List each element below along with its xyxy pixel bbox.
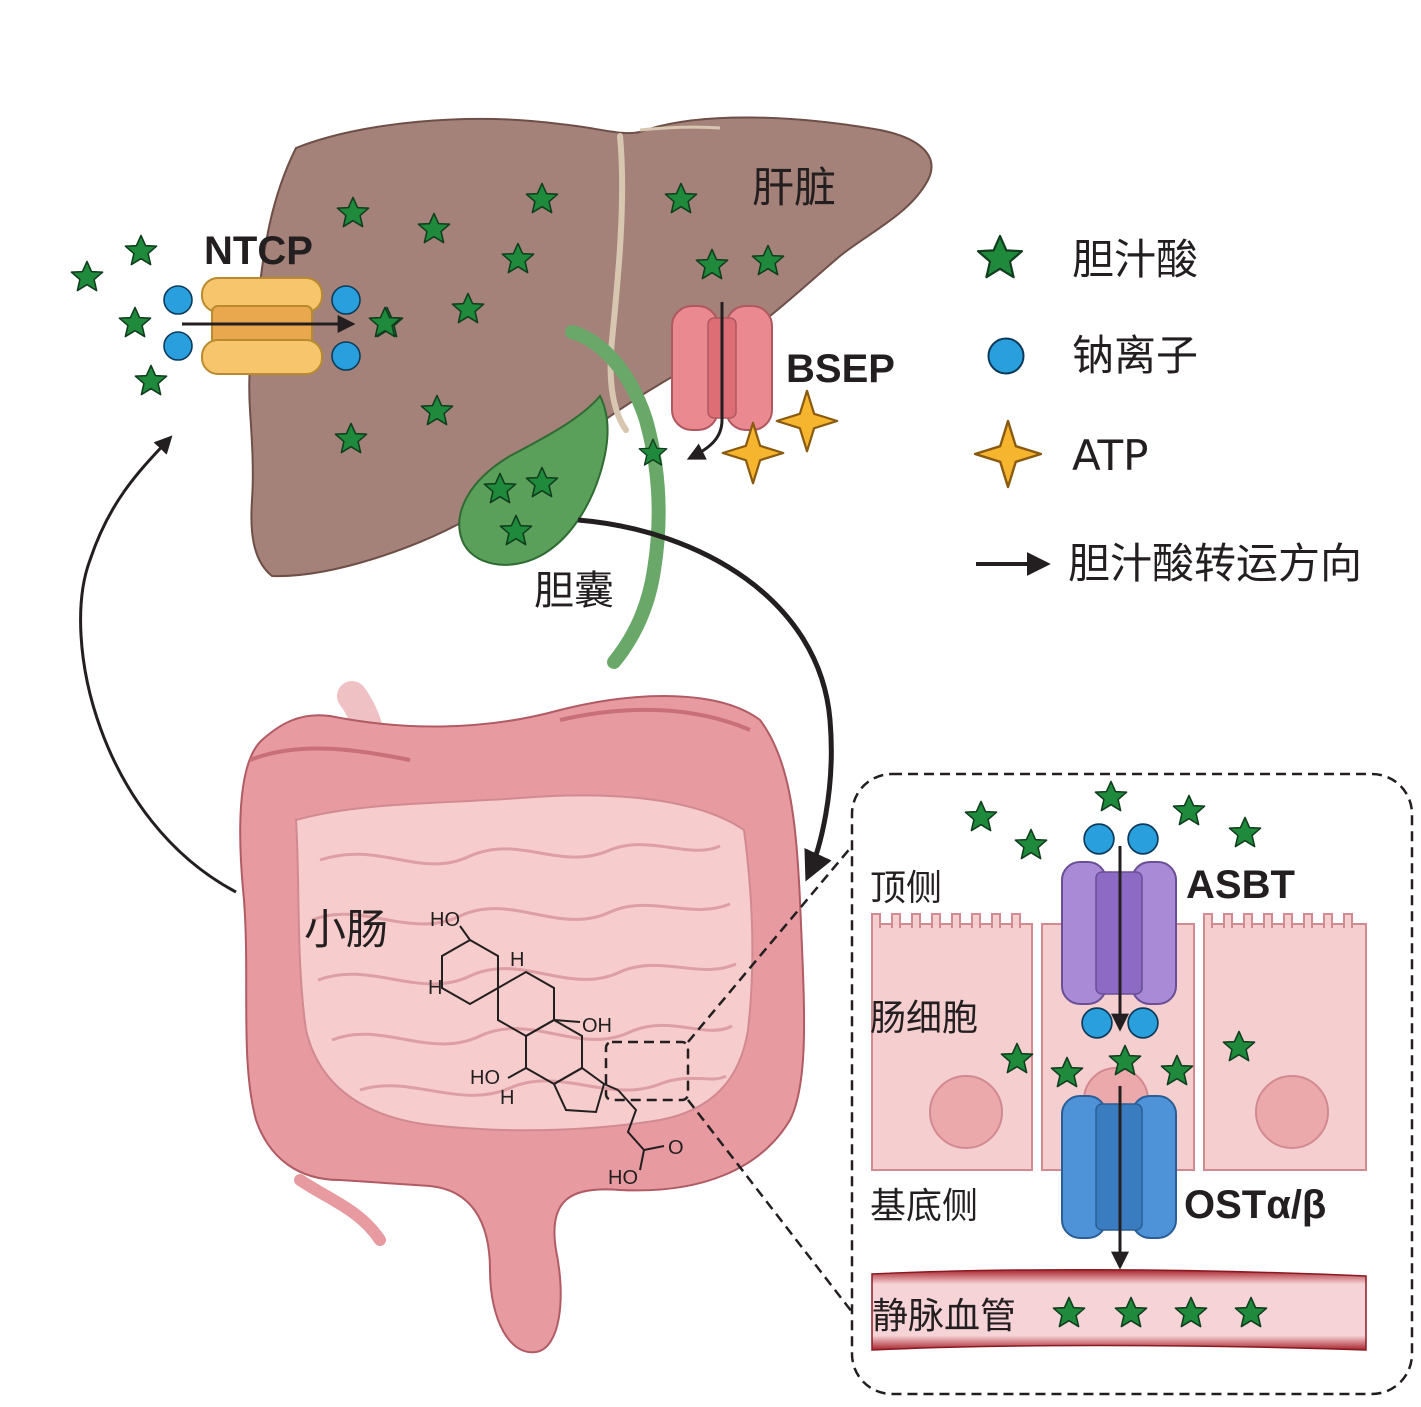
bile-acid-icon bbox=[124, 234, 158, 266]
chem-o-acid: O bbox=[668, 1137, 684, 1159]
sodium-ion-icon bbox=[1127, 1007, 1159, 1039]
bile-acid-icon bbox=[134, 364, 168, 396]
basolateral-label: 基底侧 bbox=[870, 1186, 978, 1227]
legend-direction: 胆汁酸转运方向 bbox=[1068, 539, 1362, 588]
sodium-ion-icon bbox=[1081, 1007, 1113, 1039]
chem-h-mid: H bbox=[510, 949, 524, 971]
chem-h-left: H bbox=[428, 977, 442, 999]
bile-acid-icon bbox=[70, 260, 104, 292]
chem-ho-bottom: HO bbox=[470, 1067, 500, 1089]
legend-bile-acid: 胆汁酸 bbox=[1072, 235, 1198, 284]
asbt-label: ASBT bbox=[1186, 863, 1295, 907]
bile-acid-structure bbox=[441, 925, 665, 1171]
ntcp-transporter: NTCP bbox=[70, 229, 402, 396]
liver-label: 肝脏 bbox=[752, 163, 836, 212]
sodium-ion-icon bbox=[1127, 823, 1159, 855]
portal-vein bbox=[871, 1268, 1367, 1351]
small-intestine-label: 小肠 bbox=[304, 905, 388, 954]
zoom-region-box bbox=[604, 1040, 690, 1102]
sodium-ion-icon bbox=[331, 341, 361, 371]
atp-icon bbox=[973, 419, 1043, 489]
ost-label: OSTα/β bbox=[1184, 1183, 1326, 1227]
circulation-arrows bbox=[79, 435, 834, 894]
sodium-ion-icon bbox=[163, 331, 193, 361]
bsep-transporter: BSEP bbox=[671, 302, 895, 485]
enterocyte-label: 肠细胞 bbox=[870, 998, 978, 1039]
legend-sodium-ion: 钠离子 bbox=[1072, 331, 1198, 380]
bile-acid-icon bbox=[976, 234, 1024, 279]
sodium-ion-icon bbox=[1083, 823, 1115, 855]
asbt-transporter: ASBT bbox=[1061, 846, 1295, 1032]
bile-acid-structure-labels: HO H H OH HO H HO O bbox=[428, 909, 684, 1189]
portal-vein-label: 静脉血管 bbox=[872, 1296, 1016, 1337]
zoom-callout: ASBT OSTα/β 顶侧 肠细胞 基底侧 静脉血管 bbox=[687, 772, 1414, 1396]
atp-icon bbox=[721, 421, 785, 485]
sodium-ion-icon bbox=[331, 285, 361, 315]
chem-ho-acid: HO bbox=[608, 1167, 638, 1189]
bsep-label: BSEP bbox=[786, 347, 895, 391]
chem-h-bottom: H bbox=[500, 1087, 514, 1109]
sodium-ion-icon bbox=[987, 337, 1025, 375]
ntcp-label: NTCP bbox=[204, 229, 313, 273]
sodium-ion-icon bbox=[163, 285, 193, 315]
atp-icon bbox=[775, 389, 839, 453]
legend-atp: ATP bbox=[1072, 431, 1148, 480]
apical-label: 顶侧 bbox=[870, 868, 942, 909]
bile-acid-icon bbox=[118, 306, 152, 338]
intestine: 小肠 bbox=[239, 681, 806, 1354]
chem-ho-top: HO bbox=[430, 909, 460, 931]
chem-oh-right: OH bbox=[582, 1015, 612, 1037]
gallbladder-label: 胆囊 bbox=[534, 568, 614, 614]
ost-transporter: OSTα/β bbox=[1061, 1086, 1326, 1270]
legend: 胆汁酸 钠离子 ATP 胆汁酸转运方向 bbox=[973, 234, 1362, 588]
